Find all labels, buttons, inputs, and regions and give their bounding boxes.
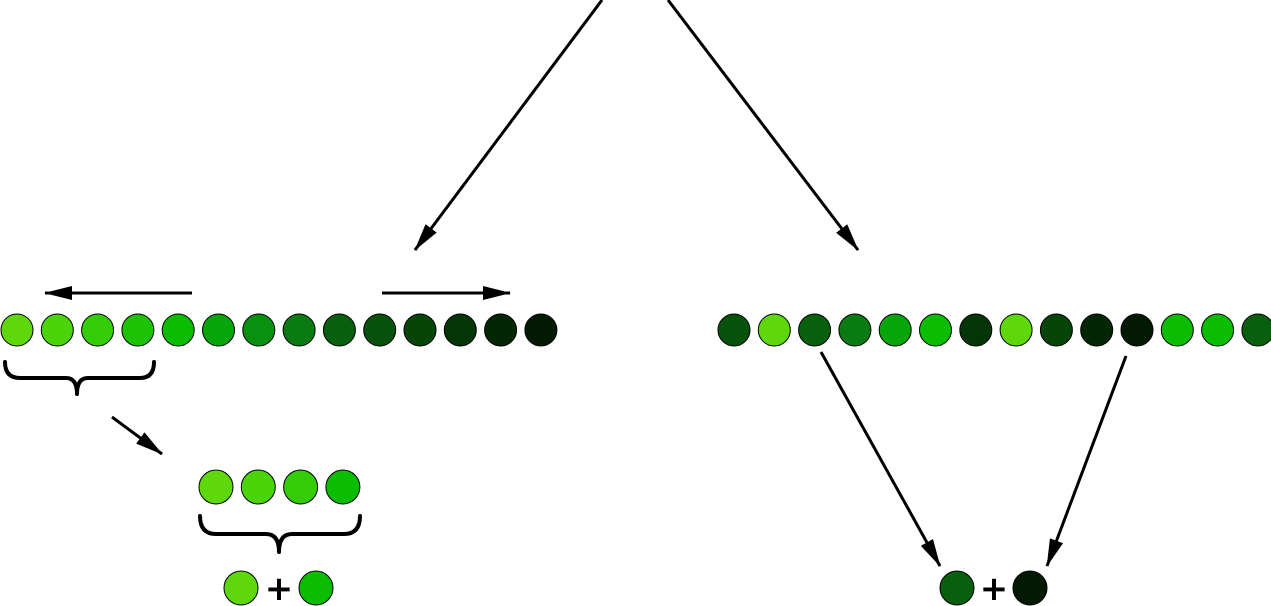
right-row-circle [838, 313, 872, 347]
right-row-circle [919, 313, 952, 347]
pick-arrow-left [819, 351, 942, 567]
right-row-circle [1080, 313, 1114, 347]
split-arrow-left [413, 0, 604, 251]
plus-sign: + [980, 569, 1009, 606]
left-row-circle [0, 313, 34, 347]
left-row-circle [363, 313, 397, 347]
right-combination: + [939, 569, 1048, 606]
left-row-circle [282, 313, 316, 347]
right-row-circle [878, 313, 912, 347]
pick-arrow-right [1045, 355, 1128, 567]
subset-circle [283, 469, 319, 505]
combine-circle-a [939, 570, 975, 606]
plus-sign: + [265, 569, 294, 606]
left-row-circle [81, 313, 115, 347]
left-row-circle [121, 313, 155, 347]
combine-circle-b [298, 570, 334, 606]
subset-circle [240, 469, 276, 505]
left-row-circle [202, 313, 235, 347]
left-row-circle [524, 313, 558, 347]
left-combination: + [223, 569, 334, 606]
left-row-circle [242, 313, 276, 347]
left-subset-row [198, 469, 361, 505]
right-row-circle [1241, 313, 1271, 347]
right-row-circle [717, 313, 751, 347]
combine-circle-b [1012, 570, 1048, 606]
right-row-circle [798, 313, 832, 347]
left-row-circle [403, 313, 437, 347]
right-row-circle [1120, 313, 1154, 347]
right-unsorted-row [717, 313, 1271, 347]
left-row-circle [322, 313, 356, 347]
left-row-circle [484, 313, 518, 347]
subset-brace [198, 514, 362, 554]
right-row-circle [959, 313, 993, 347]
subset-arrow [111, 415, 163, 456]
left-row-circle [40, 313, 74, 347]
left-sorted-row [0, 313, 558, 347]
right-row-circle [1160, 313, 1194, 347]
left-row-circle [161, 313, 195, 347]
right-row-circle [757, 313, 791, 347]
left-row-circle [443, 313, 477, 347]
right-row-circle [1201, 313, 1235, 347]
left-group-brace [3, 360, 156, 396]
subset-circle [325, 469, 361, 505]
combine-circle-a [223, 570, 259, 606]
split-arrow-right [666, 0, 860, 251]
right-row-circle [1039, 313, 1073, 347]
subset-circle [198, 469, 234, 505]
right-row-circle [999, 313, 1033, 347]
